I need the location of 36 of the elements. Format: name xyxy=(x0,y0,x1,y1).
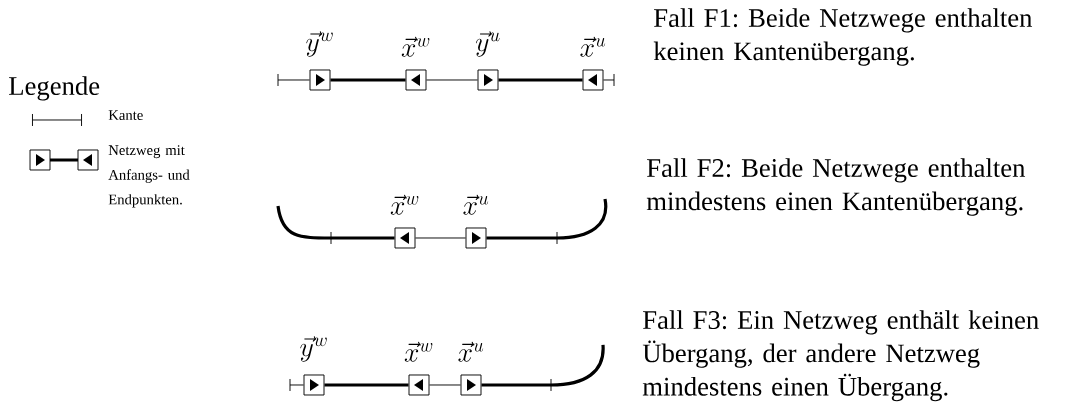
path-line xyxy=(289,384,304,386)
math-label: $\vec{x}^{u}$ xyxy=(463,194,489,215)
path-line xyxy=(276,205,395,240)
marker-box xyxy=(460,374,482,396)
legend-title: Legende xyxy=(9,76,100,101)
path-line xyxy=(603,79,615,81)
path-line xyxy=(277,79,310,81)
math-label: $\vec{x}^{w}$ xyxy=(404,341,433,362)
marker-box xyxy=(303,374,325,396)
math-label: $\vec{y}^{w}$ xyxy=(300,336,327,362)
math-label: $\vec{x}^{u}$ xyxy=(458,341,484,362)
marker-box xyxy=(309,69,331,91)
legend-text: Netzweg mit Anfangs- und Endpunkten. xyxy=(108,145,190,208)
path-line xyxy=(481,344,605,387)
case-description: Fall F2: Beide Netzwege enthalten mindestens einen Kantenübergang. xyxy=(646,158,1026,216)
marker-box xyxy=(477,69,499,91)
math-label: $\vec{x}^{w}$ xyxy=(390,194,419,215)
math-label: $\vec{x}^{u}$ xyxy=(580,36,606,57)
math-label: $\vec{y}^{u}$ xyxy=(476,31,500,57)
marker-box xyxy=(394,227,416,249)
marker-box xyxy=(405,69,427,91)
path-line xyxy=(498,78,583,82)
path-line xyxy=(429,384,461,386)
marker-box xyxy=(582,69,604,91)
legend-text: Kante xyxy=(108,110,143,120)
path-line xyxy=(415,237,466,239)
math-label: $\vec{y}^{w}$ xyxy=(306,31,333,57)
math-label: $\vec{x}^{w}$ xyxy=(401,36,430,57)
case-description: Fall F3: Ein Netzweg enthält keinen Übergang, der andere Netzweg mindestens einen Übergang. xyxy=(642,310,1039,402)
marker-box xyxy=(465,227,487,249)
path-line xyxy=(426,79,478,81)
path-line xyxy=(486,198,608,240)
path-line xyxy=(330,78,406,82)
case-description: Fall F1: Beide Netzwege enthalten keinen Kantenübergang. xyxy=(653,8,1033,66)
path-line xyxy=(324,383,409,387)
marker-box xyxy=(408,374,430,396)
